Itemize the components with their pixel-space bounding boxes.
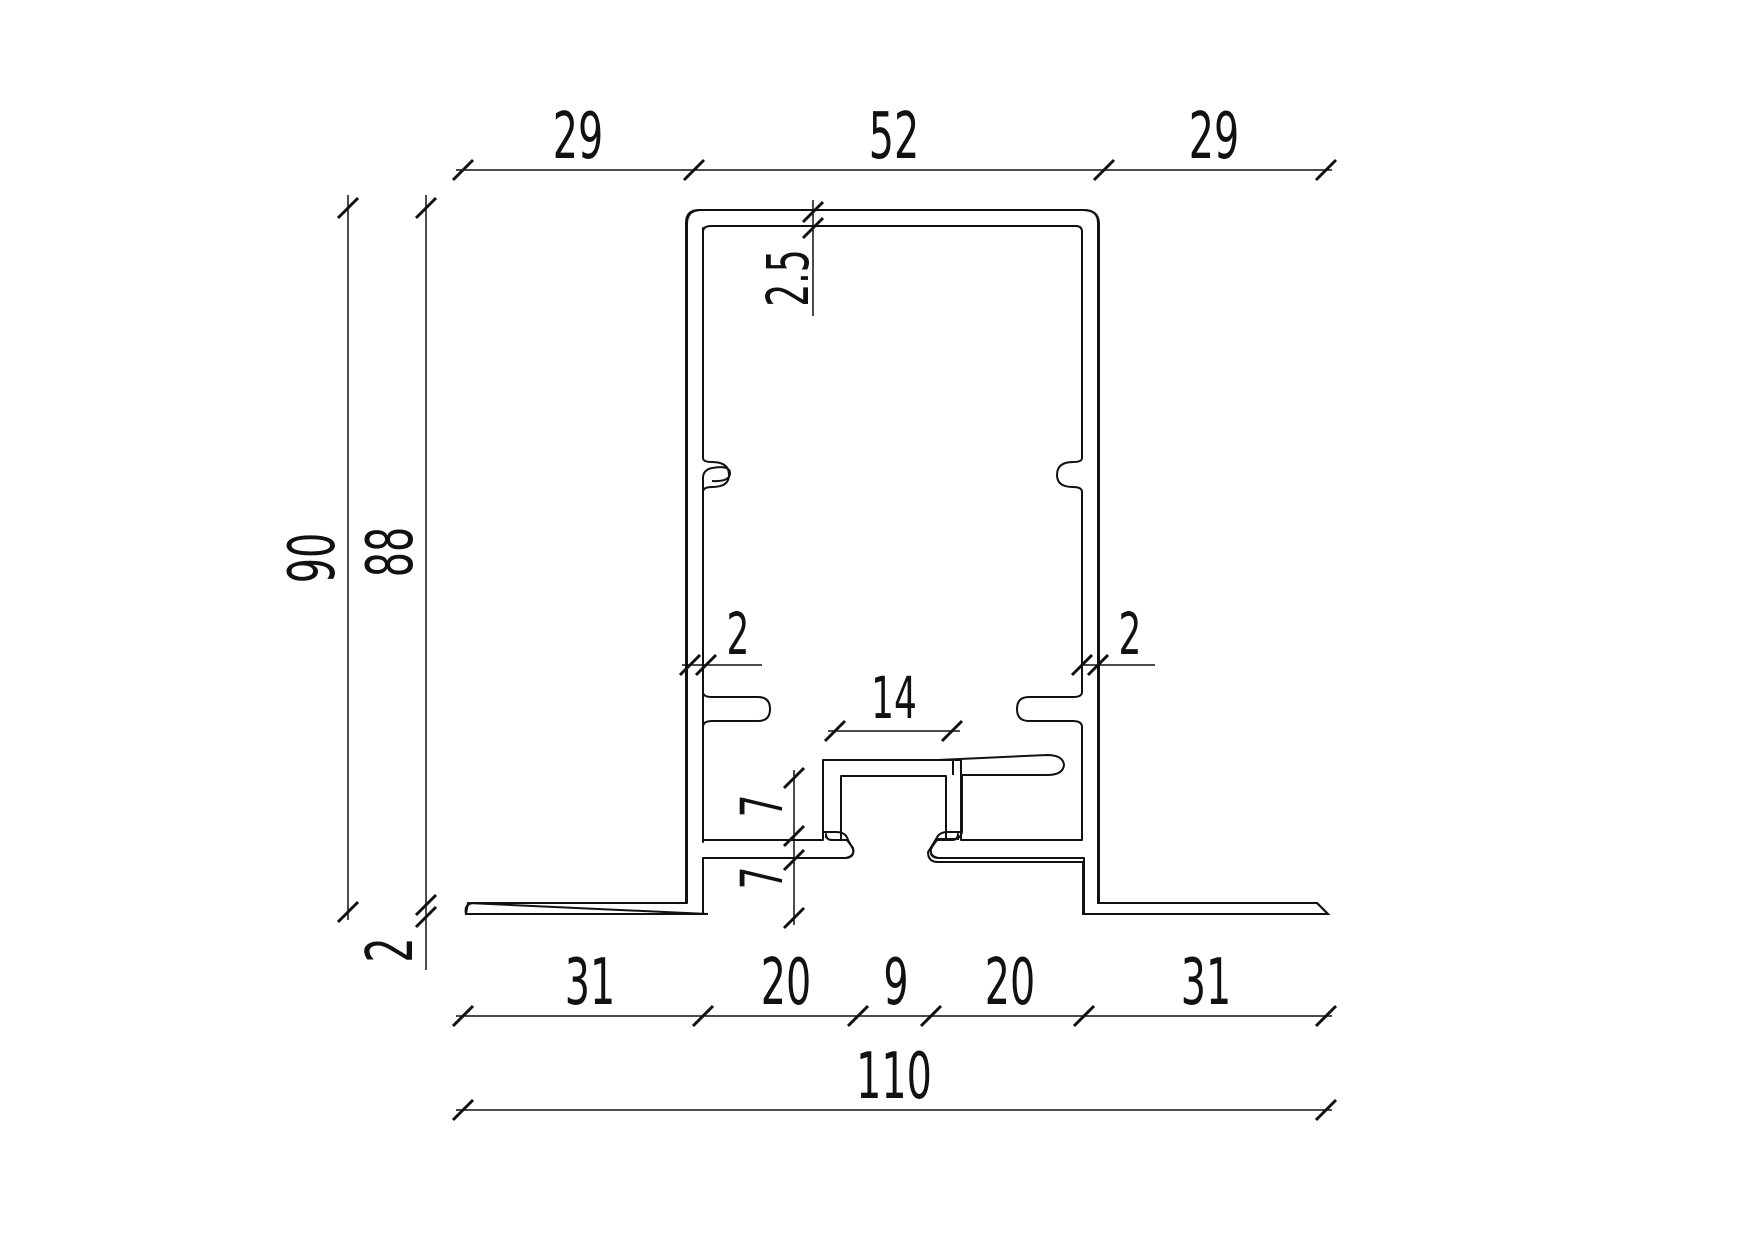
dimension-tick <box>1314 1098 1338 1122</box>
dimension-ticks <box>336 158 1338 1122</box>
dimension-tick <box>694 653 718 677</box>
dimension-tick <box>782 906 806 930</box>
dimension-tick <box>414 905 438 929</box>
dim-overall-height: 90 <box>275 533 350 583</box>
dimension-tick <box>919 1004 943 1028</box>
dim-body-height: 88 <box>353 527 428 577</box>
dimension-tick <box>414 196 438 220</box>
dimension-tick <box>1070 653 1094 677</box>
dimension-tick <box>782 824 806 848</box>
dimension-tick <box>682 158 706 182</box>
dim-top-left: 29 <box>553 99 603 174</box>
channel-inner <box>840 775 947 840</box>
outer-shell <box>472 209 1329 915</box>
dimension-tick <box>451 158 475 182</box>
dim-top-middle: 52 <box>869 99 919 174</box>
dimension-tick <box>414 893 438 917</box>
dimension-tick <box>823 719 847 743</box>
dimension-tick <box>1314 158 1338 182</box>
lower-lip-right <box>929 831 1084 859</box>
lower-lip-left <box>703 831 855 859</box>
dim-bottom-center: 9 <box>883 945 908 1020</box>
dimension-tick <box>782 766 806 790</box>
dim-bottom-right-inner: 20 <box>985 945 1035 1020</box>
dimension-tick <box>1314 1004 1338 1028</box>
dimension-tick <box>451 1004 475 1028</box>
dimension-tick <box>846 1004 870 1028</box>
profile-outline <box>464 209 1331 915</box>
dim-lip-height: 7 <box>729 867 796 890</box>
dimension-tick <box>801 200 825 224</box>
dim-right-wall: 2 <box>1119 601 1142 668</box>
dim-left-wall: 2 <box>727 601 750 668</box>
dimension-tick <box>801 216 825 240</box>
dim-bottom-right: 31 <box>1181 945 1231 1020</box>
dim-top-wall: 2.5 <box>755 249 822 306</box>
dimension-tick <box>451 1098 475 1122</box>
dim-top-right: 29 <box>1189 99 1239 174</box>
dimension-tick <box>691 1004 715 1028</box>
dimension-labels: 29 52 29 2.5 90 88 2 2 2 14 7 7 31 20 9 … <box>275 99 1239 1114</box>
profile-outer-contour <box>464 209 1331 915</box>
dimension-tick <box>336 900 360 924</box>
dim-flange-thickness: 2 <box>353 937 428 962</box>
dim-bottom-left-inner: 20 <box>761 945 811 1020</box>
dimension-tick <box>1072 1004 1096 1028</box>
dim-channel-width: 14 <box>871 665 917 732</box>
dim-overall-width: 110 <box>856 1039 932 1114</box>
dimension-tick <box>678 653 702 677</box>
dim-bottom-left: 31 <box>565 945 615 1020</box>
dim-channel-height: 7 <box>729 795 796 818</box>
dimension-tick <box>1092 158 1116 182</box>
dimension-tick <box>782 848 806 872</box>
inner-cavity <box>702 225 1083 843</box>
profile-shape <box>464 209 1329 915</box>
dimension-tick <box>336 196 360 220</box>
dimension-tick <box>940 719 964 743</box>
left-flange <box>473 210 1330 914</box>
dimension-tick <box>1086 653 1110 677</box>
dimension-lines <box>347 169 1332 1111</box>
